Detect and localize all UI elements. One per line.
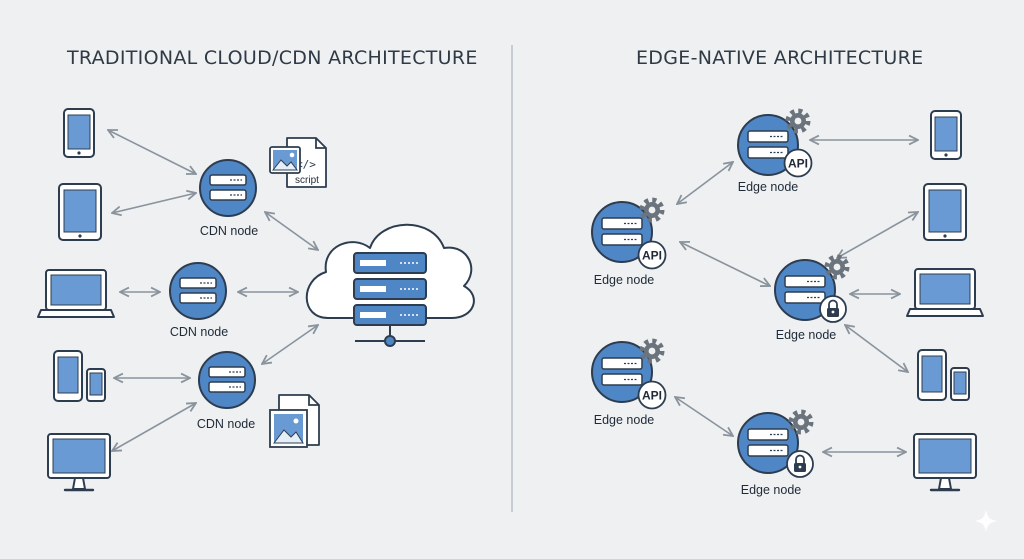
svg-text:API: API: [642, 248, 662, 262]
smartphone-icon: [63, 108, 95, 158]
phones-icon: [917, 349, 970, 401]
connector: [108, 130, 196, 174]
cloud-server-icon: [305, 223, 475, 347]
smartphone-icon: [930, 110, 962, 160]
lock-icon: [819, 295, 847, 323]
edge-node-label: Edge node: [594, 413, 655, 427]
sparkle-icon: [975, 510, 997, 532]
left-title: TRADITIONAL CLOUD/CDN ARCHITECTURE: [67, 47, 478, 69]
tablet-icon: [923, 183, 967, 241]
edge-node-label: Edge node: [738, 180, 799, 194]
connector: [680, 242, 770, 286]
connector: [677, 162, 733, 204]
right-title: EDGE-NATIVE ARCHITECTURE: [636, 47, 924, 69]
script-label: script: [295, 175, 319, 186]
svg-text:API: API: [788, 156, 808, 170]
tablet-icon: [58, 183, 102, 241]
gear-icon: [785, 108, 811, 134]
right-connections: [675, 140, 918, 452]
cdn-node: [198, 351, 256, 409]
gear-icon: [824, 254, 850, 280]
edge-node-label: Edge node: [594, 273, 655, 287]
connector: [112, 193, 196, 213]
api-badge: API: [637, 380, 667, 410]
connector: [265, 212, 318, 250]
cdn-node-label: CDN node: [197, 417, 255, 431]
api-badge: API: [783, 148, 813, 178]
gear-icon: [639, 338, 665, 364]
script-file-icon: </> script: [269, 137, 327, 188]
edge-node: [774, 254, 850, 323]
edge-node: API: [591, 338, 667, 410]
cdn-node: [199, 159, 257, 217]
cdn-node-label: CDN node: [170, 325, 228, 339]
edge-node: API: [737, 108, 813, 178]
cdn-node-label: CDN node: [200, 224, 258, 238]
desktop-monitor-icon: [47, 433, 111, 492]
api-badge: API: [637, 240, 667, 270]
image-file-icon: [269, 394, 320, 448]
gear-icon: [639, 197, 665, 223]
connector: [837, 212, 918, 258]
svg-text:</>: </>: [296, 158, 316, 171]
desktop-monitor-icon: [913, 433, 977, 492]
connector: [112, 403, 196, 451]
lock-icon: [786, 450, 814, 478]
edge-node-label: Edge node: [776, 328, 837, 342]
connector: [845, 325, 908, 372]
cdn-node: [169, 262, 227, 320]
laptop-icon: [906, 268, 984, 317]
connector: [262, 325, 318, 364]
connector: [675, 397, 733, 436]
gear-icon: [788, 409, 814, 435]
phones-icon: [53, 350, 106, 402]
edge-node: API: [591, 197, 667, 270]
left-connections: [108, 130, 318, 451]
svg-text:API: API: [642, 388, 662, 402]
laptop-icon: [37, 269, 115, 318]
edge-node: [737, 409, 814, 478]
edge-node-label: Edge node: [741, 483, 802, 497]
